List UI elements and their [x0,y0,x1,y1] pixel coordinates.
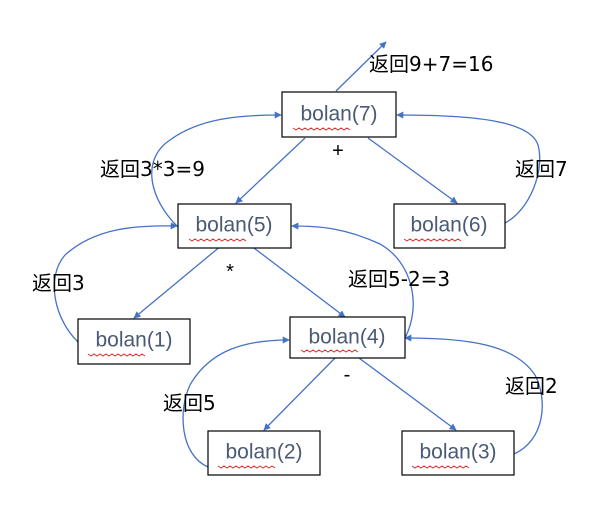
return-curve-1-to-5 [53,222,178,343]
return-curve-4-to-5 [291,222,414,339]
edge-7-to-6 [367,137,458,204]
spellcheck-underline [188,238,247,242]
spellcheck-underline [411,465,470,469]
return-curve-3-to-4 [404,334,543,455]
node-label: bolan(6) [410,214,487,237]
annotation-return-5: 返回3*3=9 [100,157,205,181]
node-label: bolan(4) [308,326,385,349]
node-box [77,318,191,365]
edge-4-to-2 [263,357,336,431]
node-label: bolan(2) [225,441,302,464]
node-bolan-5: bolan(5) [177,203,292,249]
spellcheck-underline [217,465,276,469]
operator-plus: + [332,140,344,162]
return-curve-5-to-7 [151,111,282,228]
edge-4-to-3 [358,357,457,431]
annotation-return-top: 返回9+7=16 [369,52,493,76]
return-curve-2-to-4 [182,336,290,468]
node-bolan-6: bolan(6) [393,203,506,249]
return-curve-6-to-7 [396,111,541,224]
node-bolan-2: bolan(2) [207,430,321,476]
node-label: bolan(3) [419,441,496,464]
annotation-return-6: 返回7 [515,157,568,181]
edge-7-to-5 [235,137,306,204]
edge-5-to-4 [249,244,346,318]
annotation-return-1: 返回3 [32,271,85,295]
node-bolan-3: bolan(3) [401,430,515,476]
return-curves [53,111,543,468]
node-bolan-4: bolan(4) [289,316,406,359]
node-label: bolan(5) [195,214,272,237]
annotation-return-2: 返回5 [163,391,216,415]
node-bolan-7: bolan(7) [281,91,397,138]
spellcheck-underline [292,127,351,131]
annotation-return-4: 返回5-2=3 [348,267,450,291]
operator-minus: - [344,364,351,386]
annotation-return-3: 返回2 [505,374,558,398]
tree-edges [133,41,458,431]
spellcheck-underline [87,353,146,357]
spellcheck-underline [300,349,359,353]
edge-5-to-1 [133,244,223,319]
node-label: bolan(7) [300,103,377,126]
operator-times: * [226,261,234,283]
spellcheck-underline [403,238,462,242]
edge-7-return-up [335,41,387,92]
node-bolan-1: bolan(1) [77,318,191,365]
node-label: bolan(1) [95,329,172,352]
